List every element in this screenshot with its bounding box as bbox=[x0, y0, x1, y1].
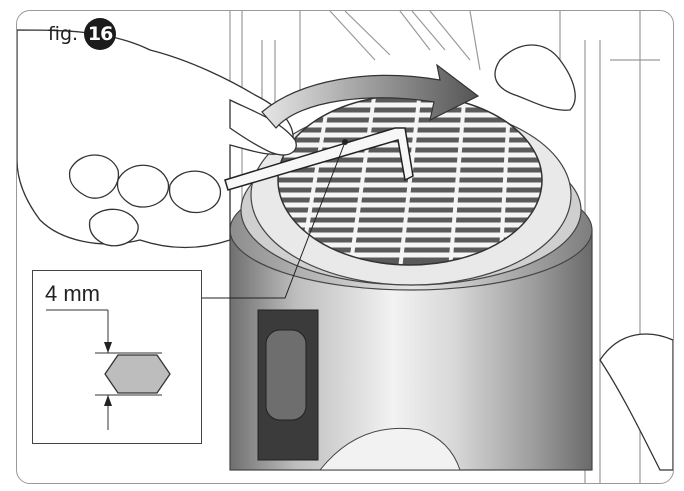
dimension-inset: 4 mm bbox=[32, 270, 202, 444]
figure-prefix: fig. bbox=[48, 23, 79, 45]
rotation-arrow-icon bbox=[261, 63, 480, 129]
figure-label: fig. 16 bbox=[48, 18, 117, 50]
allen-key bbox=[224, 127, 414, 191]
leader-line bbox=[202, 139, 348, 299]
dimension-label: 4 mm bbox=[45, 281, 100, 306]
hand bbox=[17, 29, 297, 249]
figure-number-badge: 16 bbox=[84, 18, 117, 50]
hand-right bbox=[494, 44, 673, 471]
